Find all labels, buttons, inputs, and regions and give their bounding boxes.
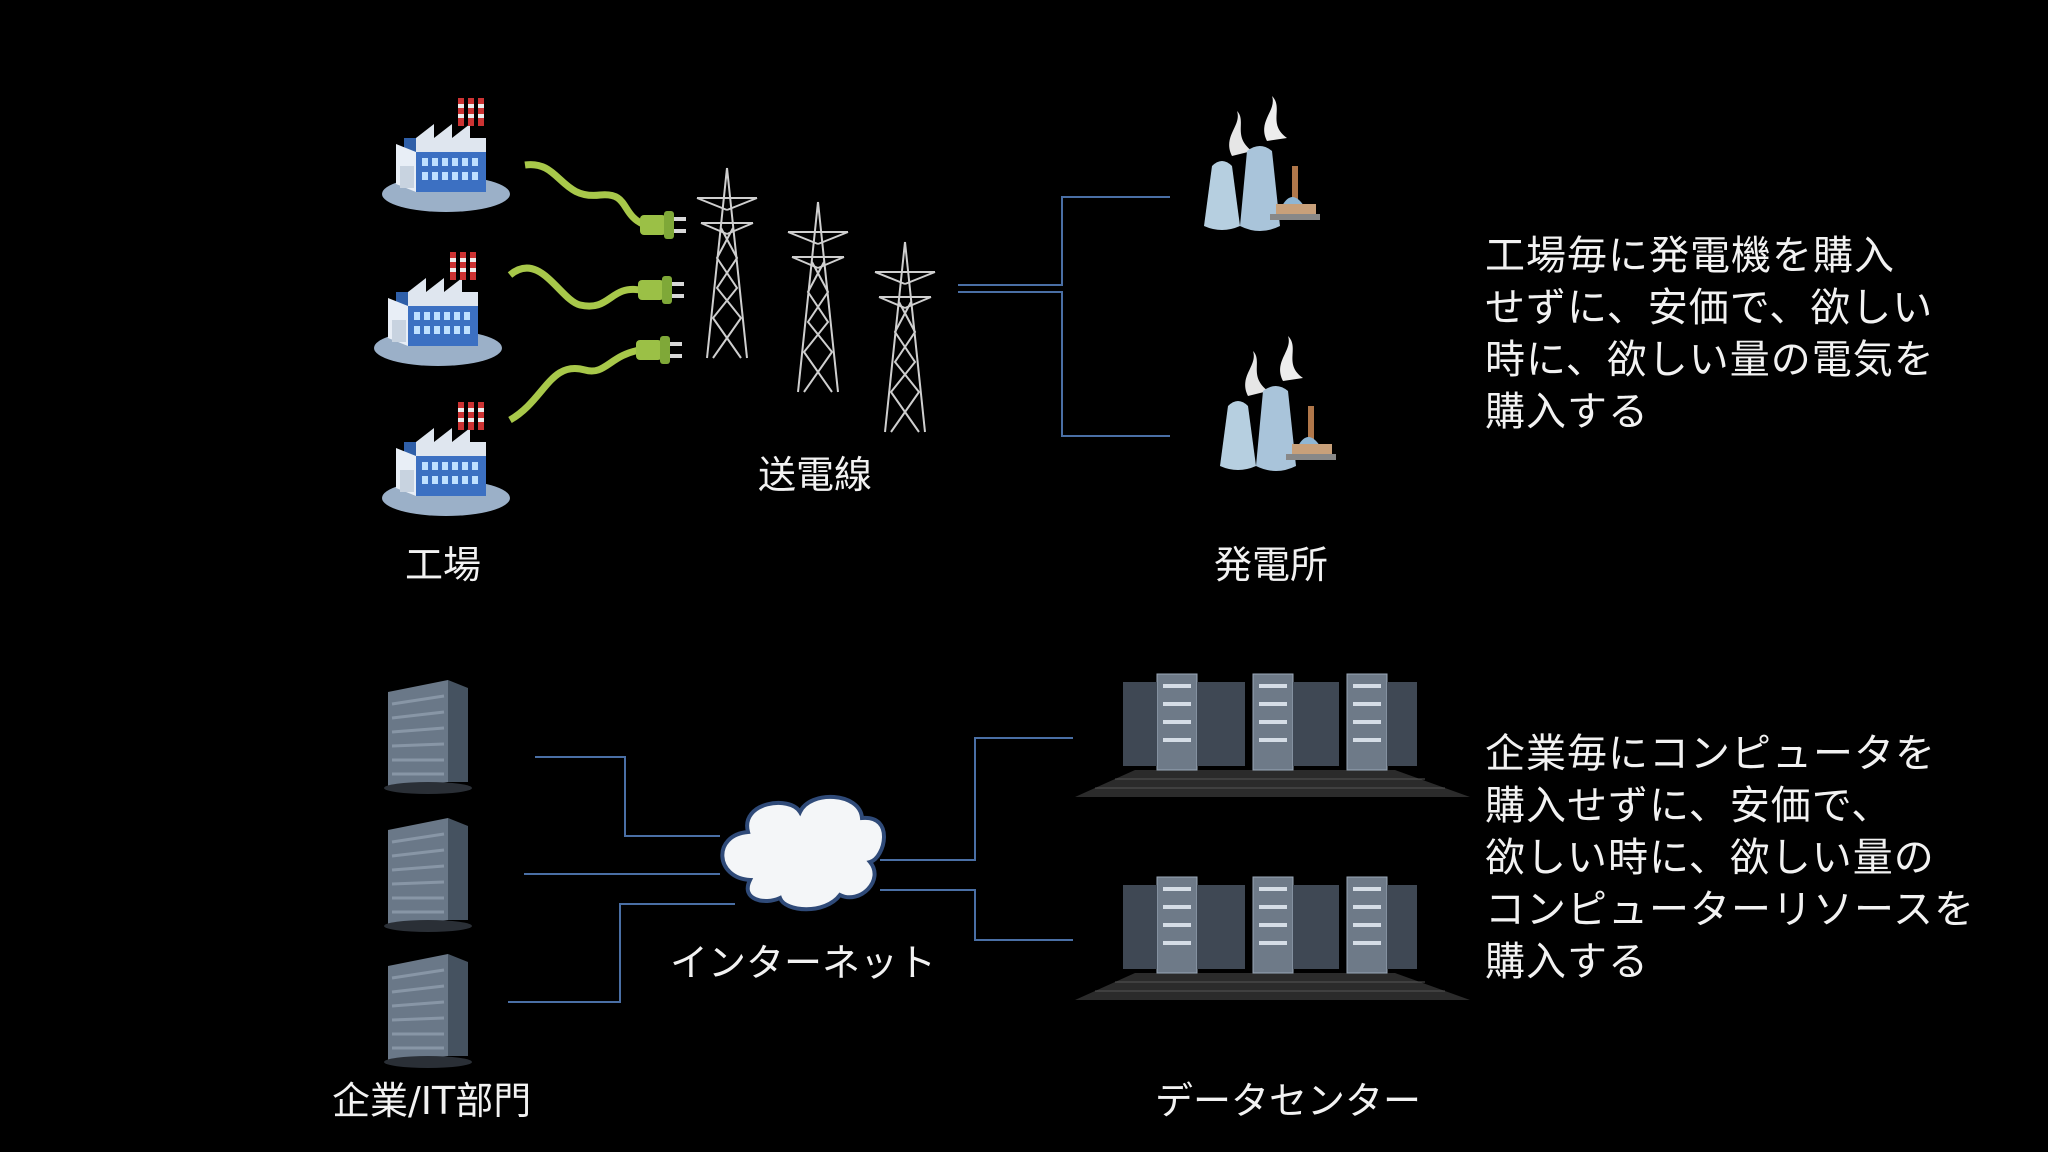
transmission-tower-icon-3 [874,241,936,433]
description-line: 購入する [1485,939,1649,985]
computing-description: 企業毎にコンピュータを 購入せずに、安価で、 欲しい時に、欲しい量の コンピュー… [1485,728,1975,988]
power-cable-3 [508,336,682,424]
description-line: 購入せずに、安価で、 [1485,783,1893,829]
power-cable-1 [524,161,686,239]
office-building-icon-2 [382,816,474,934]
server-rack-icon-2 [1074,876,1471,1001]
factory-icon-2 [374,252,502,366]
description-line: 時に、欲しい量の電気を [1485,337,1935,383]
office-building-icon-3 [382,952,474,1070]
power-plant-icon-2 [1220,336,1336,471]
power-plug-icon [640,211,686,239]
transmission-tower-icon-2 [787,201,849,393]
factory-icon-1 [382,98,510,212]
description-line: 欲しい時に、欲しい量の [1485,835,1935,881]
description-line: 企業毎にコンピュータを [1485,731,1936,777]
power-plug-icon [636,336,682,364]
cloud-icon [720,794,886,912]
server-rack-icon-1 [1074,673,1471,798]
power-plant-label: 発電所 [1214,543,1329,587]
office-building-icon-1 [382,678,474,796]
power-plant-icon-1 [1204,96,1320,231]
electricity-description: 工場毎に発電機を購入 せずに、安価で、欲しい 時に、欲しい量の電気を 購入する [1485,230,1935,438]
description-line: 工場毎に発電機を購入 [1485,233,1895,279]
factory-label: 工場 [405,543,482,587]
grid-connector [958,196,1170,437]
enterprise-label: 企業/IT部門 [332,1079,532,1123]
description-line: 購入する [1485,389,1649,435]
datacenter-label: データセンター [1155,1079,1422,1123]
description-line: せずに、安価で、欲しい [1485,285,1934,331]
internet-label: インターネット [670,941,937,985]
transmission-tower-icon-1 [696,167,758,359]
description-line: コンピューターリソースを [1485,887,1975,933]
factory-icon-3 [382,402,510,516]
network-connector [508,737,1073,1003]
power-lines-label: 送電線 [758,453,873,497]
power-cable-2 [507,264,684,310]
power-plug-icon [638,276,684,304]
